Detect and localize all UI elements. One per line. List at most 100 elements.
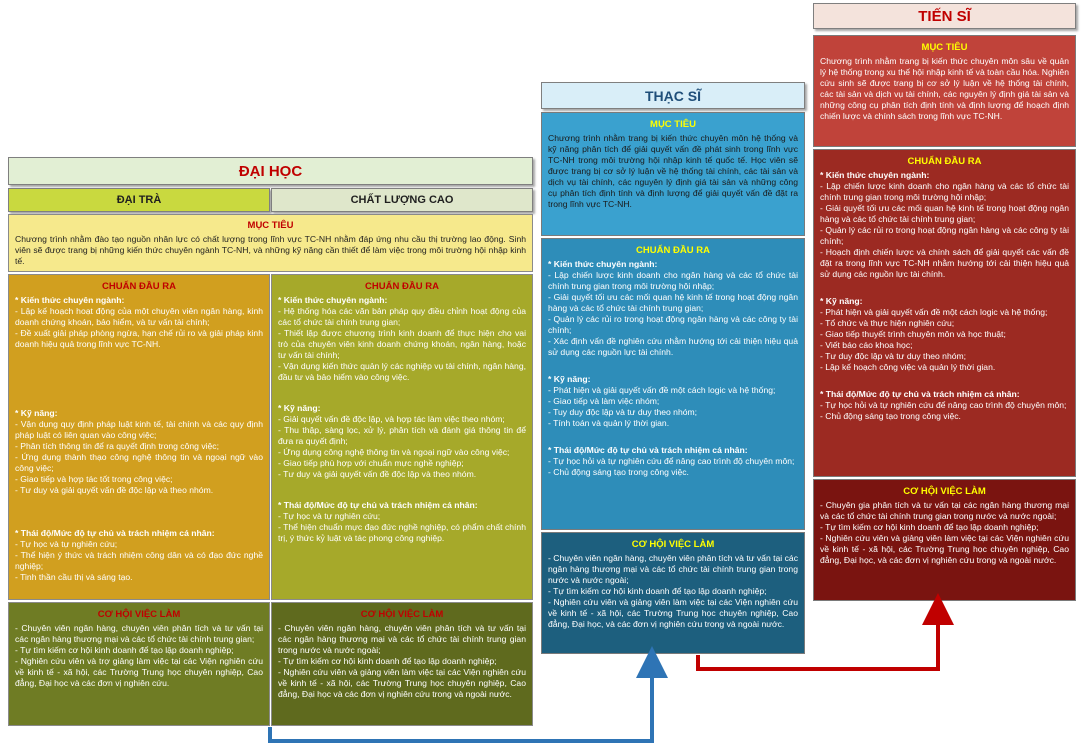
thac-si-muc-tieu-text: Chương trình nhằm trang bị kiến thức chu…	[548, 133, 798, 209]
thac-si-ky-nang-item: - Giao tiếp và làm việc nhóm;	[548, 396, 660, 406]
dai-tra-kien-thuc-item: - Lập kế hoạch hoạt động của một chuyên …	[15, 306, 263, 327]
clc-ky-nang-heading: * Kỹ năng:	[278, 403, 321, 413]
tien-si-kien-thuc-heading: * Kiến thức chuyên ngành:	[820, 170, 930, 180]
clc-thai-do-heading: * Thái độ/Mức độ tự chủ và trách nhiệm c…	[278, 500, 478, 510]
thac-si-kien-thuc-item: - Giải quyết tối ưu các mối quan hệ kinh…	[548, 292, 798, 313]
thac-si-kien-thuc-heading: * Kiến thức chuyên ngành:	[548, 259, 658, 269]
clc-kien-thuc-item: - Thiết lập được chương trình kinh doanh…	[278, 328, 526, 360]
thac-si-kien-thuc-item: - Quản lý các rủi ro trong hoạt động ngâ…	[548, 314, 798, 335]
dai-tra-thai-do-heading: * Thái độ/Mức độ tự chủ và trách nhiệm c…	[15, 528, 215, 538]
dai-tra-co-hoi: CƠ HỘI VIỆC LÀM - Chuyên viên ngân hàng,…	[8, 602, 270, 726]
tien-si-co-hoi-item: - Chuyên gia phân tích và tư vấn tại các…	[820, 500, 1069, 521]
thac-si-muc-tieu-title: MỤC TIÊU	[650, 119, 696, 130]
dai-tra-co-hoi-title: CƠ HỘI VIỆC LÀM	[97, 609, 181, 620]
blue-arrow-dai-hoc-to-thac-si	[268, 646, 668, 743]
clc-kien-thuc-heading: * Kiến thức chuyên ngành:	[278, 295, 388, 305]
thac-si-thai-do-item: - Chủ động sáng tạo trong công việc.	[548, 467, 689, 477]
thac-si-ky-nang-item: - Tính toán và quản lý thời gian.	[548, 418, 670, 428]
dai-hoc-header: ĐẠI HỌC	[8, 157, 533, 185]
tien-si-chuan-dau-ra: CHUẨN ĐẦU RA * Kiến thức chuyên ngành: -…	[813, 149, 1076, 477]
clc-ky-nang-item: - Giao tiếp phù hợp với chuẩn mực nghề n…	[278, 458, 464, 468]
dai-tra-thai-do-item: - Thể hiện ý thức và trách nhiệm công dâ…	[15, 550, 263, 571]
tien-si-kien-thuc-item: - Lập chiến lược kinh doanh cho ngân hàn…	[820, 181, 1069, 202]
tien-si-co-hoi-title: CƠ HỘI VIỆC LÀM	[903, 486, 986, 497]
thac-si-co-hoi-item: - Tự tìm kiếm cơ hội kinh doanh để tạo l…	[548, 586, 767, 596]
clc-ky-nang-item: - Tư duy và giải quyết vấn đề độc lập và…	[278, 469, 477, 479]
thac-si-co-hoi-item: - Chuyên viên ngân hàng, chuyên viên phâ…	[548, 553, 798, 585]
red-arrow-thac-si-to-tien-si	[696, 593, 954, 671]
tien-si-kien-thuc-item: - Hoạch định chiến lược và chính sách để…	[820, 247, 1069, 279]
thac-si-co-hoi-title: CƠ HỘI VIỆC LÀM	[631, 539, 715, 550]
thac-si-kien-thuc-item: - Lập chiến lược kinh doanh cho ngân hàn…	[548, 270, 798, 291]
tien-si-ky-nang-heading: * Kỹ năng:	[820, 296, 863, 306]
dai-tra-co-hoi-item: - Nghiên cứu viên và trợ giảng làm việc …	[15, 656, 263, 688]
tien-si-thai-do-item: - Chủ động sáng tạo trong công việc.	[820, 411, 961, 421]
dai-hoc-muc-tieu-text: Chương trình nhằm đào tạo nguồn nhân lực…	[15, 234, 526, 266]
dai-tra-chuan-dau-ra: CHUẨN ĐẦU RA * Kiến thức chuyên ngành: -…	[8, 274, 270, 600]
tien-si-muc-tieu-title: MỤC TIÊU	[921, 42, 968, 53]
thac-si-thai-do-item: - Tự học hỏi và tự nghiên cứu để nâng ca…	[548, 456, 795, 466]
dai-tra-co-hoi-item: - Tự tìm kiếm cơ hội kinh doanh để tạo l…	[15, 645, 234, 655]
tien-si-co-hoi-item: - Tự tìm kiếm cơ hội kinh doanh để tạo l…	[820, 522, 1039, 532]
clc-thai-do-item: - Thể hiện chuẩn mực đạo đức nghề nghiệp…	[278, 522, 526, 543]
clc-header-label: CHẤT LƯỢNG CAO	[350, 194, 454, 206]
clc-chuan-dau-ra: CHUẨN ĐẦU RA * Kiến thức chuyên ngành: -…	[271, 274, 533, 600]
thac-si-chuan-dau-ra: CHUẨN ĐẦU RA * Kiến thức chuyên ngành: -…	[541, 238, 805, 530]
clc-co-hoi-title: CƠ HỘI VIỆC LÀM	[360, 609, 444, 620]
dai-tra-ky-nang-item: - Giao tiếp và hợp tác tốt trong công vi…	[15, 474, 173, 484]
dai-tra-ky-nang-item: - Ứng dụng thành thạo công nghệ thông ti…	[15, 452, 263, 473]
clc-co-hoi-item: - Nghiên cứu viên và giảng viên làm việc…	[278, 667, 526, 699]
tien-si-thai-do-item: - Tự học hỏi và tự nghiên cứu để nâng ca…	[820, 400, 1067, 410]
tien-si-kien-thuc-item: - Quản lý các rủi ro trong hoạt động ngâ…	[820, 225, 1069, 246]
dai-tra-header: ĐẠI TRÀ	[8, 188, 270, 212]
dai-tra-kien-thuc-heading: * Kiến thức chuyên ngành:	[15, 295, 125, 305]
dai-tra-header-label: ĐẠI TRÀ	[116, 194, 162, 206]
tien-si-co-hoi: CƠ HỘI VIỆC LÀM - Chuyên gia phân tích v…	[813, 479, 1076, 601]
tien-si-ky-nang-item: - Phát hiện và giải quyết vấn đề một các…	[820, 307, 1048, 317]
dai-tra-chuan-title: CHUẨN ĐẦU RA	[102, 281, 176, 292]
clc-thai-do-item: - Tự học và tự nghiên cứu;	[278, 511, 381, 521]
thac-si-co-hoi-item: - Nghiên cứu viên và giảng viên làm việc…	[548, 597, 798, 629]
thac-si-thai-do-heading: * Thái độ/Mức độ tự chủ và trách nhiệm c…	[548, 445, 748, 455]
dai-hoc-muc-tieu-title: MỤC TIÊU	[247, 220, 294, 231]
clc-header: CHẤT LƯỢNG CAO	[271, 188, 533, 212]
tien-si-muc-tieu-text: Chương trình nhằm trang bị kiến thức chu…	[820, 56, 1069, 121]
clc-chuan-title: CHUẨN ĐẦU RA	[365, 281, 439, 292]
tien-si-co-hoi-item: - Nghiên cứu viên và giảng viên làm việc…	[820, 533, 1069, 565]
tien-si-ky-nang-item: - Viết báo cáo khoa học;	[820, 340, 913, 350]
clc-ky-nang-item: - Ứng dụng công nghệ thông tin và ngoại …	[278, 447, 510, 457]
tien-si-kien-thuc-item: - Giải quyết tối ưu các mối quan hệ kinh…	[820, 203, 1069, 224]
dai-tra-thai-do-item: - Tinh thần cầu thị và sáng tạo.	[15, 572, 133, 582]
clc-kien-thuc-item: - Vận dụng kiến thức quản lý các nghiệp …	[278, 361, 526, 382]
tien-si-ky-nang-item: - Giao tiếp thuyết trình chuyên môn và h…	[820, 329, 1006, 339]
clc-ky-nang-item: - Thu thập, sàng lọc, xử lý, phân tích v…	[278, 425, 526, 446]
thac-si-chuan-title: CHUẨN ĐẦU RA	[636, 245, 710, 256]
tien-si-ky-nang-item: - Tư duy độc lập và tư duy theo nhóm;	[820, 351, 967, 361]
thac-si-co-hoi: CƠ HỘI VIỆC LÀM - Chuyên viên ngân hàng,…	[541, 532, 805, 654]
clc-kien-thuc-item: - Hệ thống hóa các văn bản pháp quy điều…	[278, 306, 526, 327]
dai-tra-kien-thuc-item: - Đề xuất giải pháp phòng ngừa, hạn chế …	[15, 328, 263, 349]
thac-si-ky-nang-item: - Phát hiện và giải quyết vấn đề một các…	[548, 385, 776, 395]
clc-co-hoi-item: - Tự tìm kiếm cơ hội kinh doanh để tạo l…	[278, 656, 497, 666]
clc-ky-nang-item: - Giải quyết vấn đề độc lập, và hợp tác …	[278, 414, 505, 424]
thac-si-ky-nang-heading: * Kỹ năng:	[548, 374, 591, 384]
dai-tra-thai-do-item: - Tự học và tự nghiên cứu;	[15, 539, 118, 549]
dai-hoc-header-label: ĐẠI HỌC	[238, 162, 303, 180]
dai-hoc-muc-tieu: MỤC TIÊU Chương trình nhằm đào tạo nguồn…	[8, 214, 533, 272]
dai-tra-ky-nang-item: - Vận dụng quy định pháp luật kinh tế, t…	[15, 419, 263, 440]
thac-si-muc-tieu: MỤC TIÊU Chương trình nhằm trang bị kiến…	[541, 112, 805, 236]
clc-co-hoi: CƠ HỘI VIỆC LÀM - Chuyên viên ngân hàng,…	[271, 602, 533, 726]
tien-si-ky-nang-item: - Lập kế hoạch công việc và quản lý thời…	[820, 362, 996, 372]
thac-si-ky-nang-item: - Tuy duy độc lập và tư duy theo nhóm;	[548, 407, 698, 417]
thac-si-header: THẠC SĨ	[541, 82, 805, 109]
dai-tra-co-hoi-item: - Chuyên viên ngân hàng, chuyên viên phâ…	[15, 623, 263, 644]
tien-si-header-label: TIẾN SĨ	[918, 7, 971, 25]
tien-si-header: TIẾN SĨ	[813, 3, 1076, 29]
tien-si-chuan-title: CHUẨN ĐẦU RA	[907, 156, 982, 167]
tien-si-ky-nang-item: - Tổ chức và thực hiện nghiên cứu;	[820, 318, 955, 328]
tien-si-muc-tieu: MỤC TIÊU Chương trình nhằm trang bị kiến…	[813, 35, 1076, 147]
clc-co-hoi-item: - Chuyên viên ngân hàng, chuyên viên phâ…	[278, 623, 526, 655]
dai-tra-ky-nang-item: - Phân tích thông tin để ra quyết định t…	[15, 441, 219, 451]
thac-si-header-label: THẠC SĨ	[645, 87, 701, 104]
